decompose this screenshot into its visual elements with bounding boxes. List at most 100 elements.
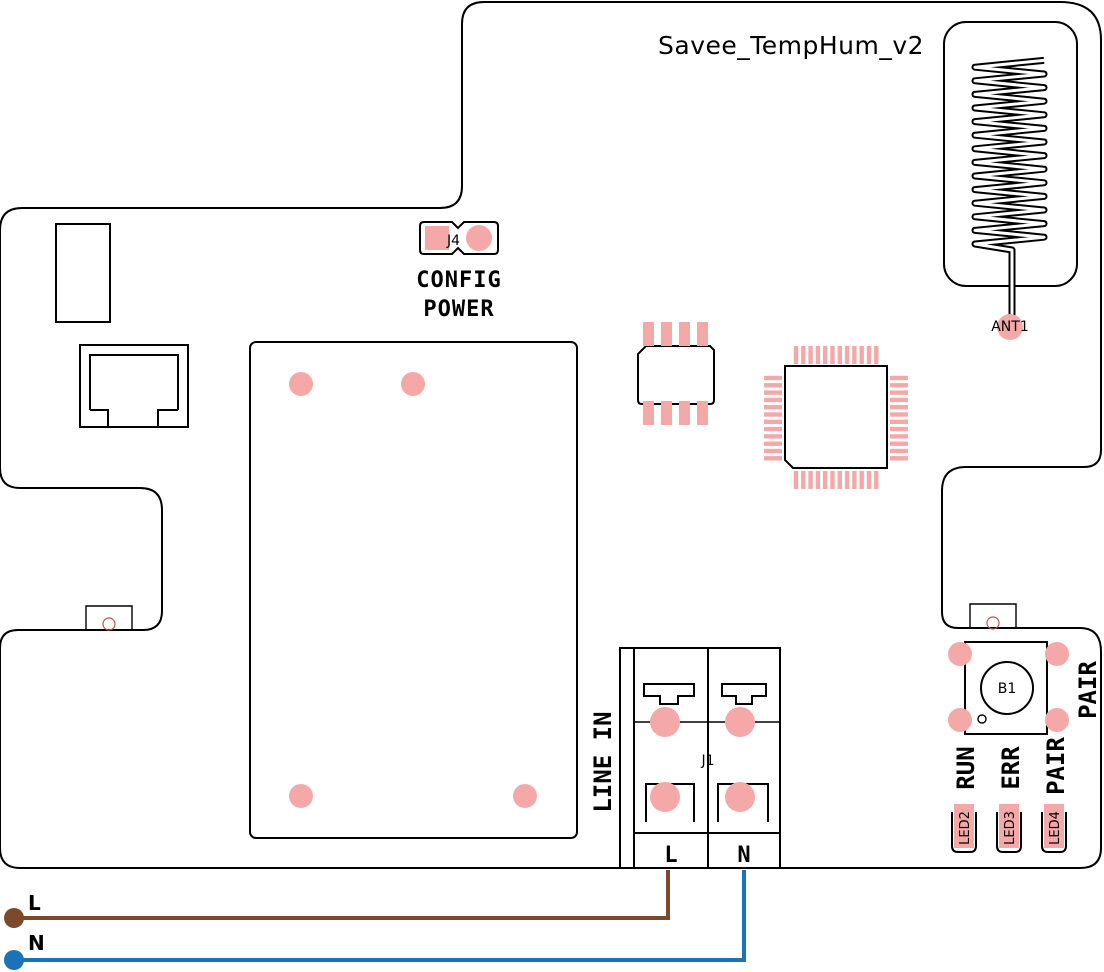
qfp-pin <box>793 471 799 489</box>
qfp-pin <box>764 405 782 410</box>
module-pad-2 <box>401 372 425 396</box>
qfp-pin <box>823 471 828 489</box>
qfp-pin <box>890 426 908 432</box>
qfp-pin <box>764 383 782 388</box>
qfp-pin <box>764 419 782 424</box>
qfp-pin <box>866 471 872 489</box>
qfp-pin <box>890 412 908 417</box>
led2-run: LED2 RUN <box>951 746 980 853</box>
qfp-pin <box>866 346 872 364</box>
qfp-pin <box>874 346 879 364</box>
qfp-pin <box>764 456 782 461</box>
led3-label: ERR <box>997 746 1025 790</box>
module-pad-3 <box>289 784 313 808</box>
j1-pad-n-bottom <box>725 782 755 812</box>
qfp-pin <box>764 426 782 432</box>
qfp-pin <box>801 471 806 489</box>
board-outline <box>0 1 1102 869</box>
mount-hole-left <box>102 617 116 631</box>
qfp-pin <box>830 346 835 364</box>
line-in-label: LINE IN <box>589 711 617 812</box>
qfp-pin <box>830 471 835 489</box>
antenna-ant1: ANT1 <box>943 21 1078 340</box>
qfp-pin <box>764 441 782 446</box>
button-pair-label: PAIR <box>1074 661 1102 719</box>
j1-pad-l-bottom <box>650 782 680 812</box>
j4-label-power: POWER <box>423 297 494 322</box>
mount-hole-right <box>986 616 1000 630</box>
qfp-pin <box>890 441 908 446</box>
qfp-pin <box>844 471 850 489</box>
qfp-pin <box>852 346 857 364</box>
j4-square-pad <box>425 226 449 250</box>
j4-config-power-jumper: J4 <box>419 221 499 255</box>
qfp-pin <box>890 456 908 461</box>
qfp-pin <box>890 397 908 403</box>
wire-neutral-label: N <box>28 931 45 955</box>
led4-ref: LED4 <box>1048 811 1063 845</box>
module-pad-1 <box>289 372 313 396</box>
j1-pad-l-top <box>650 707 680 737</box>
led3-ref: LED3 <box>1003 811 1018 845</box>
qfp-pin <box>823 346 828 364</box>
qfp-pin <box>764 397 782 403</box>
qfp-pin <box>764 448 782 454</box>
j4-round-pad <box>466 225 492 251</box>
button-pad-2 <box>1045 642 1069 666</box>
j1-line-in-terminal: J1 L N <box>619 647 781 869</box>
button-ref: B1 <box>998 681 1017 697</box>
j1-pad-n-top <box>725 707 755 737</box>
qfp-pin <box>890 383 908 388</box>
qfp-pin <box>815 471 821 489</box>
mount-notch-left <box>85 605 133 630</box>
qfp-pin <box>764 375 782 381</box>
led3-err: LED3 ERR <box>996 746 1025 853</box>
led4-pair: LED4 PAIR <box>1041 737 1070 853</box>
connector-footprint-left <box>79 344 189 428</box>
qfp-pin <box>837 471 842 489</box>
wire-live: L <box>4 870 670 928</box>
j1-terminal-l-label: L <box>664 843 677 868</box>
qfp-pin <box>859 346 864 364</box>
qfp-pin <box>890 434 908 439</box>
led2-ref: LED2 <box>958 811 973 845</box>
qfp48-mcu <box>764 346 908 489</box>
board-title: Savee_TempHum_v2 <box>658 31 924 60</box>
antenna-ref: ANT1 <box>991 319 1029 335</box>
component-rect-topleft <box>55 223 111 323</box>
j1-ref: J1 <box>700 753 714 769</box>
qfp-pin <box>808 346 813 364</box>
power-module <box>249 341 578 839</box>
led2-label: RUN <box>952 746 980 789</box>
qfp-pin <box>764 434 782 439</box>
module-pad-4 <box>513 784 537 808</box>
qfp-pin <box>764 390 782 395</box>
qfp-pin <box>890 375 908 381</box>
qfp-pin <box>890 419 908 424</box>
qfp-pin <box>844 346 850 364</box>
led4-label: PAIR <box>1042 737 1070 795</box>
j1-terminal-n-label: N <box>737 843 750 868</box>
qfp-pin <box>815 346 821 364</box>
qfp-pin <box>859 471 864 489</box>
qfp-pin <box>890 448 908 454</box>
qfp-pin <box>793 346 799 364</box>
qfp-pin <box>808 471 813 489</box>
wire-neutral: N <box>4 870 746 970</box>
qfp-pin <box>764 412 782 417</box>
j4-ref: J4 <box>446 233 460 249</box>
button-pad-4 <box>1045 708 1069 732</box>
qfp-pin <box>801 346 806 364</box>
pair-button-b1: B1 <box>948 641 1069 735</box>
qfp-pin <box>890 405 908 410</box>
qfp-pin <box>852 471 857 489</box>
qfp-pin <box>874 471 879 489</box>
soic8-chip <box>637 322 715 425</box>
button-pad-3 <box>948 708 972 732</box>
wire-live-label: L <box>28 891 41 915</box>
qfp-pin <box>837 346 842 364</box>
button-pad-1 <box>948 642 972 666</box>
qfp-pin <box>890 390 908 395</box>
